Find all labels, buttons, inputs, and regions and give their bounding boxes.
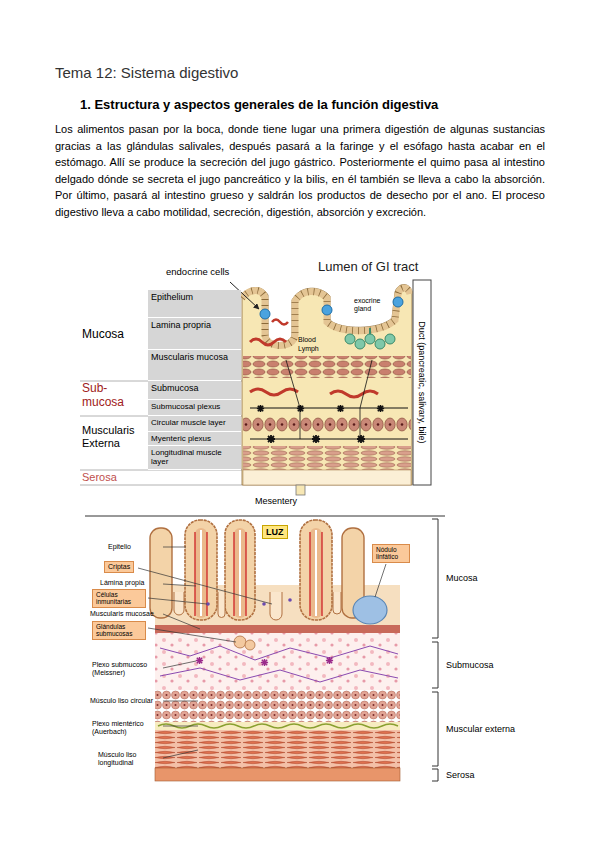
figure-label: Muscularis mucosae — [90, 610, 161, 618]
layer-box: Circular muscle layer — [148, 416, 241, 432]
figure-label: Lámina propia — [100, 579, 158, 587]
figure-label: Plexo submucoso (Meissner) — [92, 661, 158, 677]
section-heading: 1. Estructura y aspectos generales de la… — [80, 97, 560, 113]
figure-label: Blood — [298, 336, 322, 344]
layer-box: Submucosa — [148, 381, 241, 400]
figure-label: Mesentery — [255, 496, 315, 507]
node-text: Submucosal plexus — [151, 402, 238, 411]
callout-box: Glándulas submucosas — [92, 621, 146, 640]
gi-wall-figure — [80, 280, 431, 495]
node-text: LUZ — [266, 527, 284, 537]
layer-box: Submucosal plexus — [148, 400, 241, 416]
layer-box: Epithelium — [148, 290, 241, 318]
layer-group-label: Serosa — [82, 471, 146, 484]
layer-group-label: Mucosa — [82, 327, 147, 341]
page-title: Tema 12: Sistema digestivo — [55, 64, 238, 82]
body-paragraph: Los alimentos pasan por la boca, donde t… — [55, 121, 545, 220]
callout-box: Células inmunitarias — [92, 589, 146, 608]
bracket-label: Serosa — [446, 770, 506, 781]
node-text: Longitudinal muscle layer — [151, 448, 238, 466]
node-text: Circular muscle layer — [151, 418, 238, 427]
node-text: Myenteric plexus — [151, 434, 238, 443]
node-text: Epithelium — [151, 292, 238, 302]
layer-group-label: Sub-mucosa — [82, 381, 137, 410]
layer-box: Lamina propria — [148, 318, 241, 350]
node-text: Criptas — [108, 563, 130, 571]
layer-box: Muscularis mucosa — [148, 350, 241, 381]
node-text: Glándulas submucosas — [96, 623, 142, 638]
layer-box: Myenteric plexus — [148, 432, 241, 446]
figure-label: Músculo liso longitudinal — [98, 751, 158, 767]
figure-label: Plexo mientérico (Auerbach) — [92, 720, 158, 736]
figure-label: Lumen of GI tract — [318, 259, 448, 275]
layer-group-label: Muscularis Externa — [82, 424, 146, 449]
node-text: Muscularis mucosa — [151, 352, 238, 362]
figure-label: Duct (pancreatic, salivary, bile) — [417, 282, 428, 482]
callout-box: LUZ — [262, 525, 288, 539]
bracket-label: Muscular externa — [446, 724, 536, 735]
intestine-wall-figure — [85, 516, 445, 781]
figure-label: endocrine cells — [166, 266, 252, 277]
figure-label: Epitelio — [108, 543, 158, 551]
node-text: Lamina propria — [151, 320, 238, 330]
node-text: Submucosa — [151, 383, 238, 393]
node-text: Células inmunitarias — [96, 591, 142, 606]
callout-box: Nódulo linfático — [372, 544, 410, 563]
callout-box: Criptas — [104, 561, 134, 573]
figure-label: exocrine gland — [354, 297, 392, 312]
bracket-label: Submucosa — [446, 660, 516, 671]
bracket-label: Mucosa — [446, 573, 516, 584]
figure-label: Lymph — [298, 345, 322, 353]
layer-box: Longitudinal muscle layer — [148, 446, 241, 470]
node-text: Nódulo linfático — [376, 546, 406, 561]
figure-label: Músculo liso circular — [90, 697, 161, 705]
